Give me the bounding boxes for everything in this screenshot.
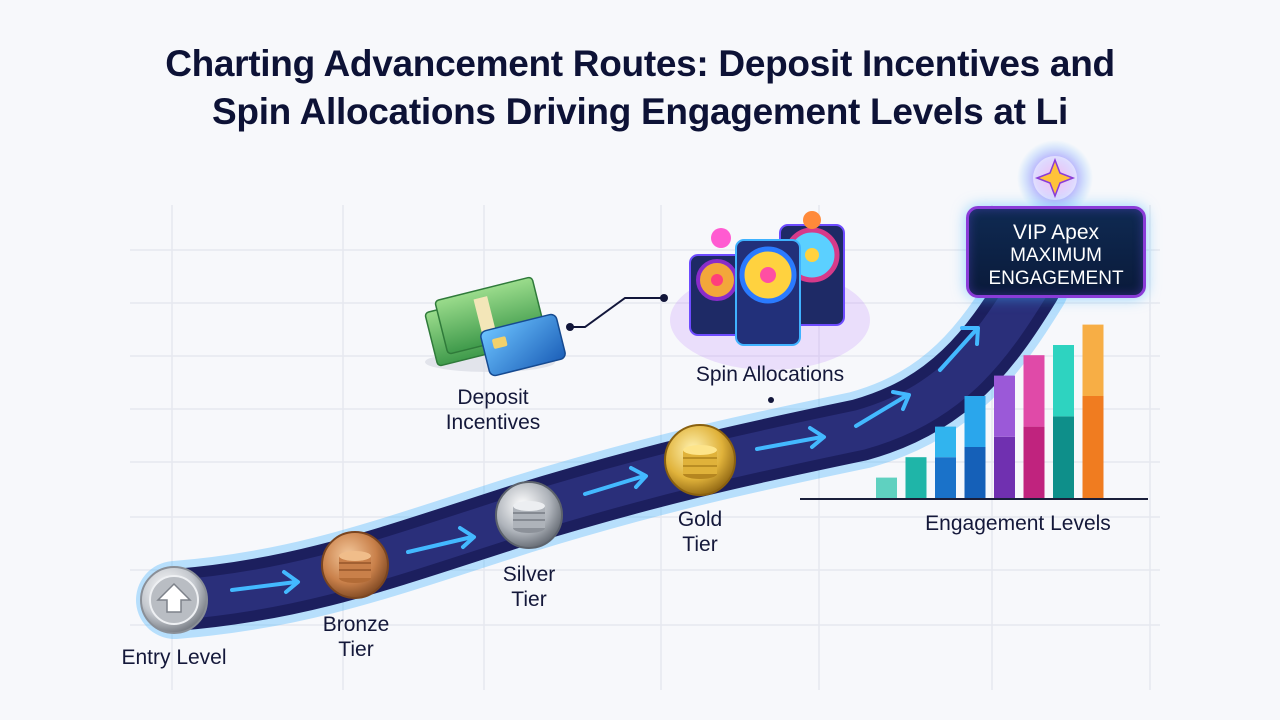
gold-tier-line-2: Tier — [682, 533, 718, 556]
path-arrow-icon — [854, 390, 911, 428]
up-arrow-badge-icon — [140, 566, 208, 634]
gold-tier-line-1: Gold — [677, 508, 723, 531]
deposit-line-2: Incentives — [445, 411, 541, 434]
title-line-1: Charting Advancement Routes: Deposit Inc… — [165, 43, 1115, 84]
slot-machine-icon — [670, 211, 870, 370]
silver-tier-line-1: Silver — [502, 563, 556, 586]
engagement-bar-segment — [1053, 345, 1074, 417]
connector-line — [566, 294, 668, 331]
engagement-bar-segment — [1082, 324, 1104, 396]
engagement-bar-segment — [1023, 355, 1045, 427]
silver-coin-stack-icon — [495, 481, 563, 549]
path-arrow-icon — [755, 426, 826, 451]
engagement-bar-segment — [994, 375, 1015, 437]
money-card-icon — [424, 276, 566, 377]
deposit-incentives-label: Deposit Incentives — [420, 385, 566, 435]
engagement-levels-label: Engagement Levels — [898, 511, 1138, 536]
engagement-bar-segment — [1023, 426, 1045, 498]
engagement-bar-segment — [876, 477, 897, 498]
path-arrow-icon — [583, 466, 648, 496]
vip-line-2: MAXIMUM — [1010, 245, 1102, 266]
entry-level-text: Entry Level — [121, 646, 227, 669]
path-arrow-icon — [230, 570, 300, 594]
engagement-bar-segment — [905, 457, 927, 498]
spin-dot — [768, 397, 774, 403]
vip-apex-box: VIP Apex MAXIMUM ENGAGEMENT — [966, 206, 1146, 298]
page-title: Charting Advancement Routes: Deposit Inc… — [40, 40, 1240, 136]
bronze-tier-line-1: Bronze — [322, 613, 390, 636]
path-arrow-icon — [406, 526, 476, 554]
bronze-tier-label: Bronze Tier — [298, 612, 414, 662]
engagement-levels-text: Engagement Levels — [925, 512, 1111, 535]
engagement-bar-segment — [935, 457, 956, 498]
spin-allocations-text: Spin Allocations — [695, 363, 845, 386]
entry-level-label: Entry Level — [104, 645, 244, 670]
vip-line-1: VIP Apex — [1012, 221, 1099, 244]
silver-tier-line-2: Tier — [511, 588, 547, 611]
bronze-tier-line-2: Tier — [338, 638, 374, 661]
title-line-2: Spin Allocations Driving Engagement Leve… — [212, 91, 1068, 132]
engagement-bar-segment — [994, 436, 1015, 498]
engagement-bar-segment — [1053, 416, 1074, 498]
engagement-bar-segment — [964, 447, 986, 498]
deposit-line-1: Deposit — [457, 386, 529, 409]
gold-coin-stack-icon — [664, 424, 736, 496]
engagement-bar-segment — [964, 396, 986, 447]
silver-tier-label: Silver Tier — [478, 562, 580, 612]
spin-allocations-label: Spin Allocations — [670, 362, 870, 387]
engagement-bar-segment — [1082, 396, 1104, 498]
sparkle-star-icon — [1017, 140, 1093, 216]
path-arrow-icon — [938, 326, 980, 372]
gold-tier-label: Gold Tier — [650, 507, 750, 557]
engagement-bar-chart — [800, 324, 1148, 500]
vip-line-3: ENGAGEMENT — [988, 268, 1124, 289]
progression-path — [136, 246, 1069, 639]
bronze-coin-stack-icon — [321, 531, 389, 599]
engagement-bar-segment — [935, 426, 956, 458]
